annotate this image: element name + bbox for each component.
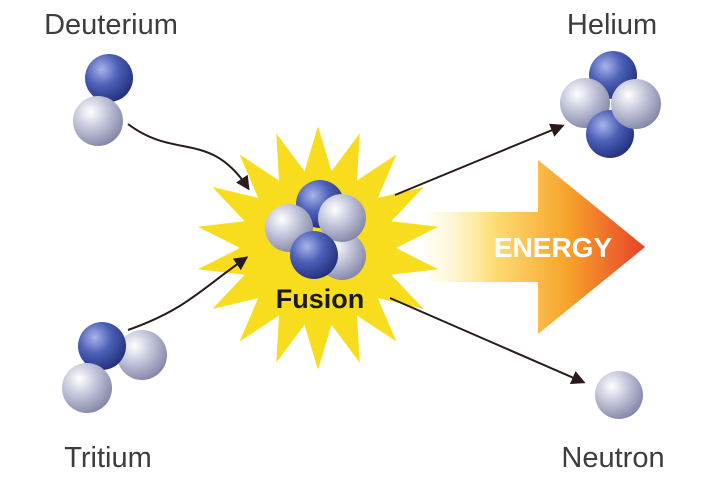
helium-label: Helium [567,9,657,41]
tritium-arrow [127,256,249,331]
neutron-arrow [389,297,586,384]
neutron [117,330,167,380]
neutron [73,96,123,146]
proton [290,231,338,279]
deuterium-nucleus [73,54,133,146]
neutron-particle [595,371,643,419]
neutron-label: Neutron [561,442,664,474]
helium-arrow [394,123,565,196]
fusion-label: Fusion [276,284,365,314]
energy-arrow: ENERGY [424,160,645,334]
tritium-label: Tritium [64,442,152,474]
proton [85,54,133,102]
tritium-nucleus [62,322,167,413]
fusion-nucleus [265,180,366,280]
deuterium-arrow [127,123,250,191]
deuterium-label: Deuterium [44,9,178,41]
neutron [62,363,112,413]
energy-label: ENERGY [494,232,613,263]
neutron [611,79,661,129]
neutron [595,371,643,419]
proton [78,322,126,370]
helium-nucleus [560,51,661,158]
energy-arrow-shape [424,160,645,334]
neutron [318,194,366,242]
